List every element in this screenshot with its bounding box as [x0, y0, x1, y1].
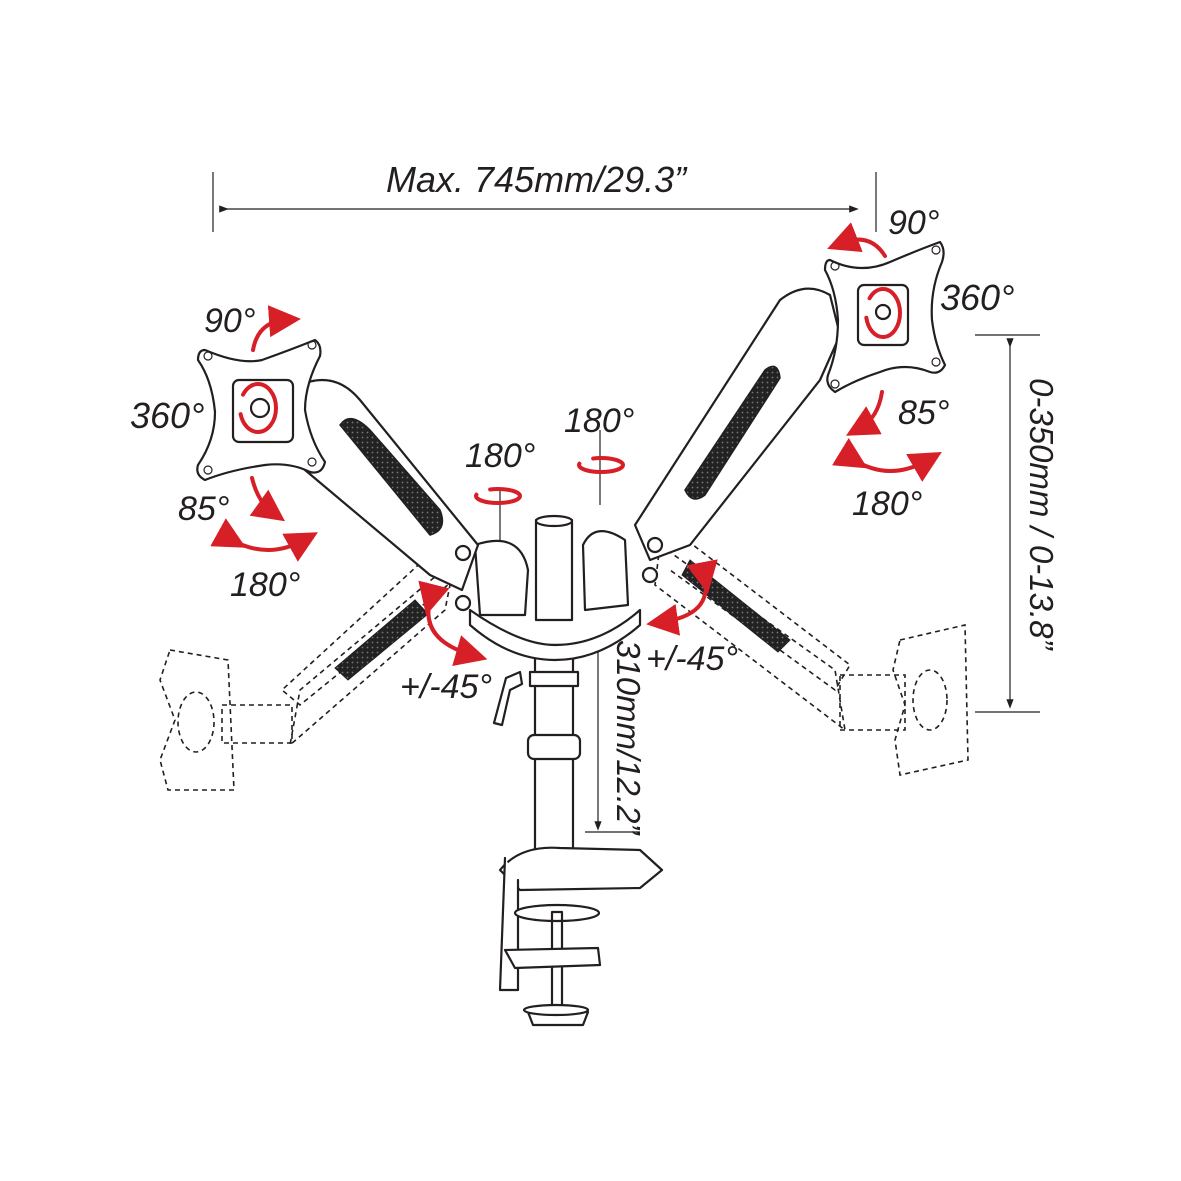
right-tilt-up-arrow-icon	[827, 222, 887, 258]
pole-height-label: 310mm/12.2”	[610, 640, 647, 836]
left-swivel-arrow-icon	[210, 518, 318, 562]
center-left-swivel-arrow-icon	[474, 487, 522, 505]
left-arm-tilt-arrow-icon	[418, 580, 488, 666]
left-arm-45-label: +/-45°	[400, 668, 492, 706]
pole-height-dimension	[499, 430, 640, 833]
right-tilt-90-label: 90°	[888, 204, 939, 242]
right-tilt-85-label: 85°	[898, 394, 949, 432]
right-rotate-arrow-icon	[864, 287, 902, 339]
right-rotate-360-label: 360°	[940, 277, 1014, 318]
left-tilt-90-label: 90°	[204, 302, 255, 340]
right-monitor-plate	[823, 240, 947, 394]
height-range-dimension	[975, 334, 1040, 713]
max-span-label: Max. 745mm/29.3”	[386, 159, 688, 200]
left-swivel-180-label: 180°	[230, 566, 300, 604]
left-tilt-up-arrow-icon	[251, 305, 301, 352]
center-right-180-label: 180°	[564, 402, 634, 440]
right-swivel-arrow-icon	[832, 438, 942, 482]
right-swivel-180-label: 180°	[852, 485, 922, 523]
center-right-swivel-arrow-icon	[577, 456, 625, 474]
left-rotate-arrow-icon	[238, 382, 278, 434]
left-tilt-down-arrow-icon	[249, 476, 286, 522]
left-tilt-85-label: 85°	[178, 490, 229, 528]
center-hub	[468, 530, 642, 662]
left-rotate-360-label: 360°	[130, 395, 204, 436]
desk-clamp	[498, 846, 664, 1027]
right-tilt-down-arrow-icon	[846, 390, 884, 436]
left-monitor-plate	[196, 338, 327, 482]
max-span-dimension	[212, 172, 877, 232]
center-left-180-label: 180°	[465, 437, 535, 475]
right-arm-45-label: +/-45°	[646, 640, 738, 678]
right-arm-tilt-arrow-icon	[646, 559, 718, 636]
height-range-label: 0-350mm / 0-13.8”	[1023, 378, 1060, 651]
upper-right-arm	[633, 287, 842, 584]
upper-left-arm	[298, 378, 480, 612]
